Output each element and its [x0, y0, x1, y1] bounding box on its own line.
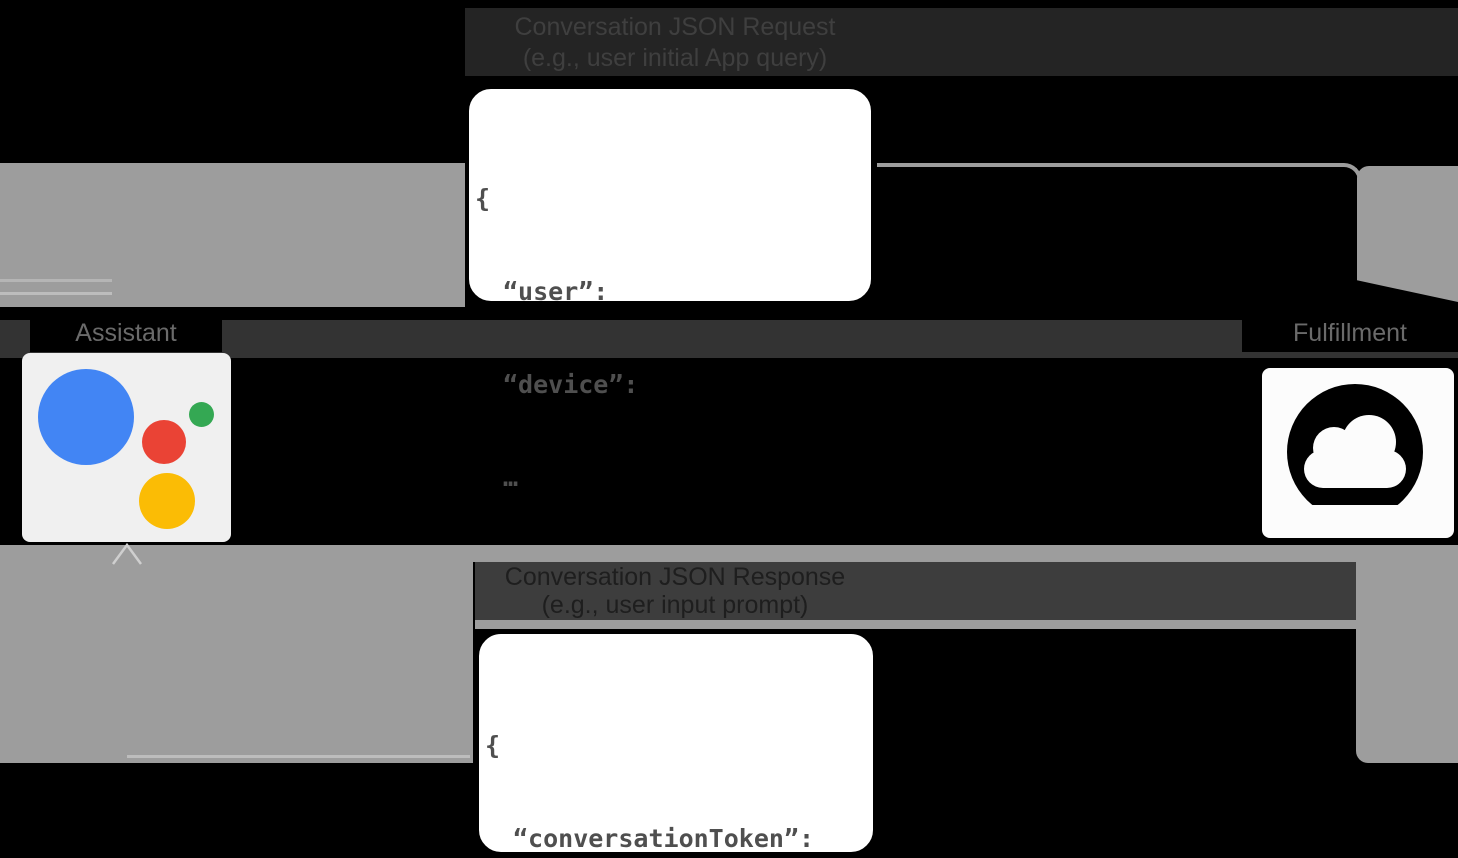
response-arrow-column — [1356, 545, 1458, 763]
response-label-line2: (e.g., user input prompt) — [541, 591, 809, 619]
request-arrow-top-line — [877, 163, 1344, 167]
assistant-yellow-dot — [139, 473, 195, 529]
arrow-up-icon — [111, 542, 143, 565]
google-assistant-logo — [38, 369, 134, 465]
request-label-band: Conversation JSON Request (e.g., user in… — [465, 8, 1458, 76]
request-arrowhead — [1357, 166, 1458, 302]
code-line: { — [475, 184, 491, 213]
assistant-green-dot — [189, 402, 214, 427]
request-arrow-body — [0, 163, 465, 307]
response-arrow-bottom-stripe — [127, 755, 470, 758]
request-json-card: { “user”: “device”: … } — [465, 85, 875, 585]
code-line: “user”: — [503, 277, 609, 306]
divider-stripe — [0, 320, 1458, 358]
request-label-line2: (e.g., user initial App query) — [522, 44, 828, 72]
request-arrow-tail-stripe — [0, 292, 112, 295]
request-label: Conversation JSON Request (e.g., user in… — [465, 12, 885, 74]
code-line: { — [485, 731, 501, 760]
response-json-code: { “conversationToken”: “userStorage”: … … — [479, 634, 873, 858]
response-arrow-strip-top — [473, 545, 1356, 562]
assistant-label: Assistant — [75, 318, 177, 347]
google-cloud-icon — [1270, 384, 1440, 524]
code-line: … — [503, 463, 519, 492]
code-line: “device”: — [503, 370, 639, 399]
fulfillment-label: Fulfillment — [1293, 318, 1407, 347]
request-label-line1: Conversation JSON Request — [514, 13, 836, 41]
response-label-line1: Conversation JSON Response — [504, 563, 846, 591]
fulfillment-label-chip: Fulfillment — [1242, 314, 1458, 352]
response-json-card: { “conversationToken”: “userStorage”: … … — [475, 630, 877, 856]
assistant-label-chip: Assistant — [30, 314, 222, 352]
response-label-band: Conversation JSON Response (e.g., user i… — [475, 562, 1356, 620]
request-arrow-tail-stripe — [0, 279, 112, 282]
response-arrow-body — [0, 545, 473, 763]
assistant-red-dot — [142, 420, 186, 464]
fulfillment-icon-box — [1262, 368, 1454, 538]
assistant-icon-box — [22, 353, 231, 542]
code-line: “conversationToken”: — [513, 824, 815, 853]
response-arrow-strip-bottom — [475, 620, 1356, 629]
response-label: Conversation JSON Response (e.g., user i… — [475, 563, 875, 619]
